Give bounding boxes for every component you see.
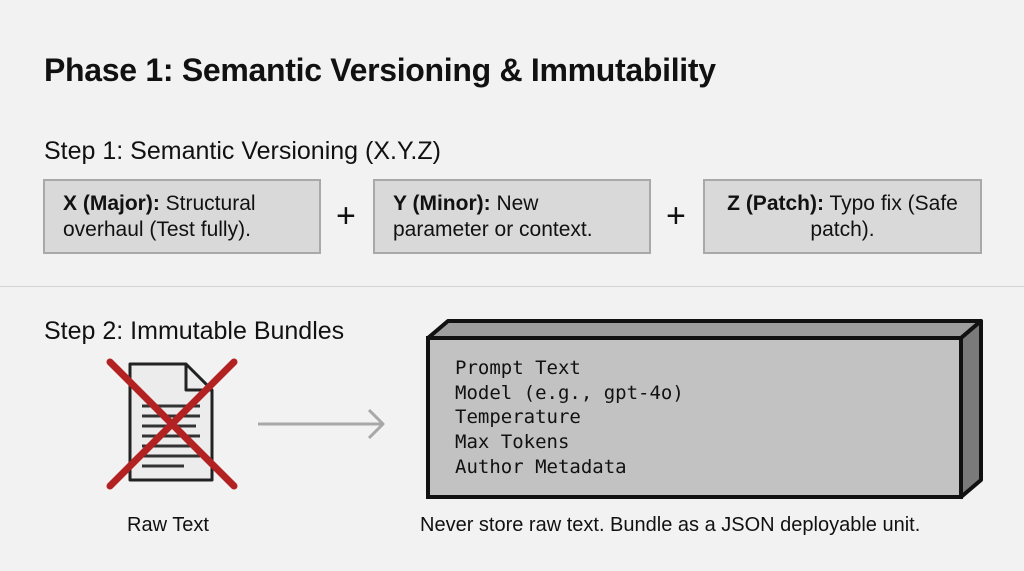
major-version-desc: Structural overhaul (Test fully).	[63, 191, 256, 241]
red-cross-icon	[106, 358, 238, 490]
minor-version-key: Y (Minor):	[393, 191, 491, 215]
major-version-key: X (Major):	[63, 191, 160, 215]
step1-heading: Step 1: Semantic Versioning (X.Y.Z)	[44, 137, 441, 165]
raw-text-label: Raw Text	[127, 514, 209, 536]
plus-operator: +	[666, 197, 686, 235]
bundle-field: Prompt Text	[455, 357, 581, 379]
minor-version-desc: New parameter or context.	[393, 191, 593, 241]
step2-heading: Step 2: Immutable Bundles	[44, 317, 345, 345]
json-bundle-block	[426, 319, 983, 499]
page-title: Phase 1: Semantic Versioning & Immutabil…	[44, 52, 716, 88]
minor-version-text: Y (Minor): New parameter or context.	[393, 191, 631, 243]
bundle-field: Author Metadata	[455, 455, 627, 478]
major-version-text: X (Major): Structural overhaul (Test ful…	[63, 191, 301, 243]
plus-operator: +	[336, 197, 356, 235]
bundle-field: Model (e.g., gpt-4o)	[455, 381, 684, 404]
patch-version-key: Z (Patch):	[727, 191, 824, 215]
bundle-field-list: Prompt Text Model (e.g., gpt-4o) Tempera…	[455, 356, 684, 480]
right-arrow-icon	[258, 408, 385, 440]
minor-version-box: Y (Minor): New parameter or context.	[373, 179, 651, 254]
patch-version-desc: Typo fix (Safe patch).	[810, 191, 958, 241]
crossed-out-document-icon	[106, 358, 238, 490]
bundle-field: Max Tokens	[455, 431, 570, 454]
patch-version-box: Z (Patch): Typo fix (Safe patch).	[703, 179, 982, 254]
bundle-caption: Never store raw text. Bundle as a JSON d…	[420, 514, 921, 536]
patch-version-text: Z (Patch): Typo fix (Safe patch).	[723, 191, 962, 243]
major-version-box: X (Major): Structural overhaul (Test ful…	[43, 179, 321, 254]
section-divider	[0, 286, 1024, 287]
bundle-field: Temperature	[455, 406, 581, 429]
